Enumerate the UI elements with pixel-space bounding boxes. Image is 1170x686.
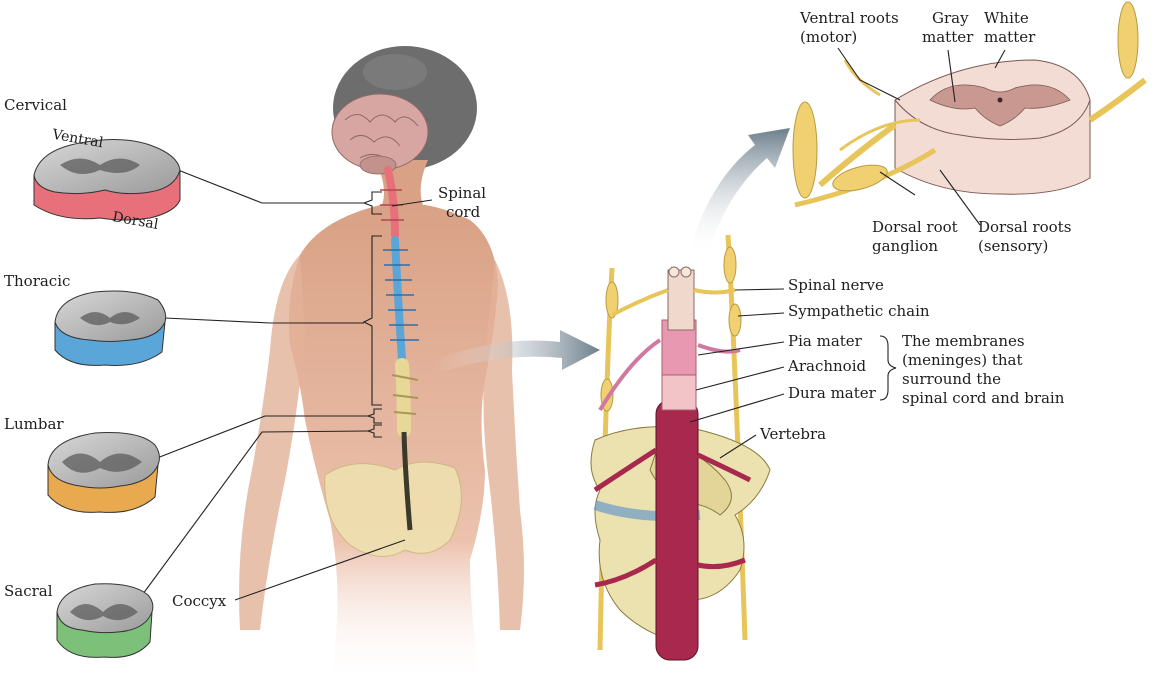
label-dura-mater: Dura mater [788, 384, 876, 402]
meninges-note-line3: surround the [902, 370, 1001, 388]
thoracic-cross-section [54, 290, 167, 366]
right-arm [483, 260, 524, 630]
arrow-to-column [435, 330, 600, 372]
column-leader-lines [689, 288, 785, 459]
label-thoracic: Thoracic [4, 272, 71, 290]
label-sacral: Sacral [4, 582, 53, 600]
torso [288, 205, 498, 686]
label-spinal-nerve: Spinal nerve [788, 276, 884, 294]
zoom-arrows [435, 128, 790, 372]
label-pia-mater: Pia mater [788, 332, 862, 350]
label-vertebra: Vertebra [760, 425, 827, 443]
sacral-segment [401, 431, 413, 531]
human-figure [239, 46, 524, 686]
label-lumbar: Lumbar [4, 415, 64, 433]
gray-matter-shape [929, 84, 1071, 127]
label-ventral-roots-line1: Ventral roots [800, 9, 899, 27]
lumbar-cross-section [47, 432, 160, 513]
cord-cross-section-detail [792, 1, 1147, 208]
label-dorsal-roots-line1: Dorsal roots [978, 218, 1072, 236]
arachnoid [661, 369, 697, 411]
cervical-segment [384, 166, 399, 239]
label-gray-matter-line1: Gray [932, 9, 969, 27]
arrow-to-cross-section [690, 128, 790, 255]
label-drg-line2: ganglion [872, 237, 939, 255]
label-sympathetic-chain: Sympathetic chain [788, 302, 930, 320]
pelvis [324, 461, 462, 557]
spinal-column-detail [590, 234, 771, 661]
label-white-matter-line1: White [984, 9, 1029, 27]
left-arm [239, 255, 305, 630]
meninges-brace [879, 335, 897, 401]
meninges-note-line1: The membranes [902, 332, 1025, 350]
meninges-note-line2: (meninges) that [902, 351, 1023, 369]
meninges-note-line4: spinal cord and brain [902, 389, 1065, 407]
label-drg-line1: Dorsal root [872, 218, 958, 236]
label-dorsal-roots-line2: (sensory) [978, 237, 1049, 255]
label-cervical: Cervical [4, 96, 67, 114]
label-arachnoid: Arachnoid [788, 357, 867, 375]
sacral-cross-section [56, 583, 154, 658]
label-ventral-roots-line2: (motor) [800, 28, 858, 46]
label-spinal-cord-line2: cord [446, 203, 481, 221]
label-coccyx: Coccyx [172, 592, 227, 610]
spinal-cord [667, 269, 695, 331]
cervical-cross-section [33, 138, 181, 221]
cross-section-leader-lines [837, 47, 1006, 226]
spinal-column [380, 166, 419, 531]
label-white-matter-line2: matter [984, 28, 1036, 46]
label-gray-matter-line2: matter [922, 28, 974, 46]
dura-mater [655, 399, 699, 661]
lumbar-segment [395, 358, 411, 437]
label-spinal-cord-line1: Spinal [438, 184, 487, 202]
thoracic-segment [391, 236, 406, 364]
region-leader-lines [139, 169, 433, 601]
